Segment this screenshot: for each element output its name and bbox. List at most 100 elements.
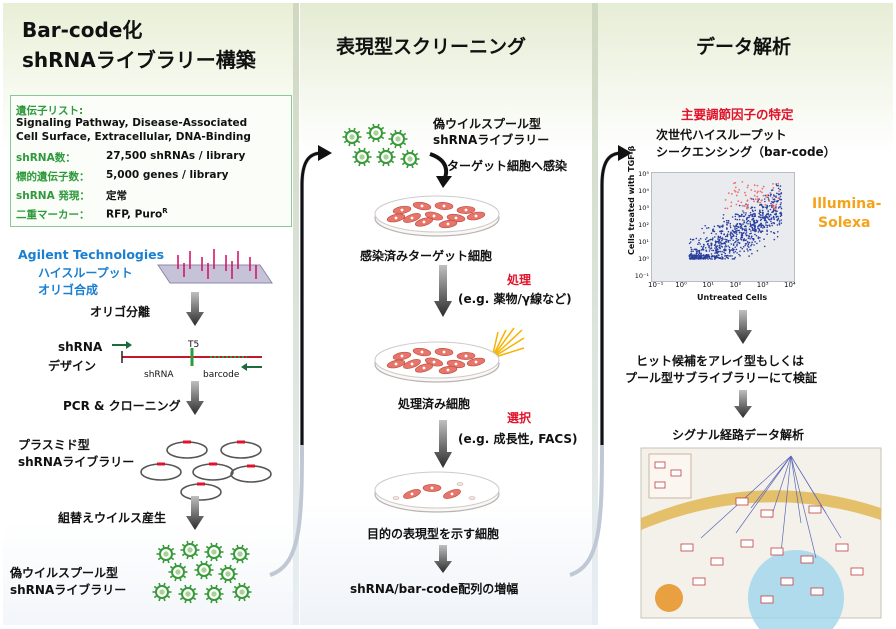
selection-example: (e.g. 成長性, FACS) <box>458 432 578 446</box>
virus-particle-icon <box>400 149 420 169</box>
data-point <box>689 241 692 243</box>
data-point <box>777 231 779 233</box>
cell-icon <box>403 489 421 499</box>
data-point <box>736 218 738 221</box>
data-point <box>771 201 773 203</box>
down-arrow-icon <box>734 390 752 418</box>
data-point <box>736 213 738 215</box>
data-point <box>719 247 721 250</box>
data-point <box>762 206 765 208</box>
data-point <box>757 198 759 200</box>
data-point <box>731 255 733 257</box>
data-point <box>727 239 730 242</box>
data-point <box>735 248 738 251</box>
data-point <box>777 184 779 187</box>
virus-particle-icon <box>230 544 250 564</box>
data-point <box>754 233 756 236</box>
data-point <box>700 254 703 257</box>
data-point <box>700 249 703 251</box>
virus-particle-icon <box>388 129 408 149</box>
treatment-label: 処理 <box>507 273 532 287</box>
data-point <box>706 243 709 246</box>
data-point <box>739 225 742 228</box>
pathway-analysis-label: シグナル経路データ解析 <box>672 428 805 442</box>
data-point <box>712 249 715 252</box>
petri-dish-treated <box>374 341 500 383</box>
data-point <box>715 252 718 254</box>
data-point <box>767 196 769 199</box>
data-point <box>706 237 708 239</box>
data-point <box>697 253 700 256</box>
data-point <box>756 191 759 194</box>
data-point <box>780 222 783 224</box>
data-point <box>702 245 705 248</box>
data-point <box>743 205 746 207</box>
x-tick-label: 10¹ <box>702 281 715 289</box>
data-point <box>698 250 701 253</box>
data-point <box>761 191 763 194</box>
data-point <box>746 248 748 250</box>
data-point <box>773 218 775 221</box>
data-point <box>713 225 716 228</box>
data-point <box>744 225 747 227</box>
data-point <box>714 255 716 258</box>
data-point <box>722 224 724 226</box>
data-point <box>697 243 699 245</box>
data-point <box>733 248 735 251</box>
data-point <box>690 250 693 253</box>
data-point <box>738 229 740 232</box>
virus-particle-icon <box>168 562 188 582</box>
spec-key: shRNA 発現： <box>16 190 90 202</box>
data-point <box>720 225 722 227</box>
data-point <box>724 207 727 210</box>
data-point <box>734 227 736 229</box>
data-point <box>692 254 694 257</box>
data-point <box>689 254 692 257</box>
data-point <box>727 245 729 247</box>
data-point <box>749 221 751 223</box>
data-point <box>694 248 697 251</box>
cell-icon <box>414 363 434 373</box>
data-point <box>707 227 710 229</box>
col3-title: データ解析 <box>696 36 792 58</box>
data-point <box>753 244 755 246</box>
data-point <box>705 240 708 243</box>
data-point <box>732 250 735 252</box>
down-arrow-icon <box>186 496 204 530</box>
data-point <box>762 212 764 215</box>
data-point <box>693 254 695 256</box>
data-point <box>741 181 744 183</box>
data-point <box>756 221 758 224</box>
data-point <box>690 256 693 258</box>
data-point <box>708 246 710 249</box>
data-point <box>766 216 769 219</box>
data-point <box>743 228 745 230</box>
data-point <box>729 222 732 225</box>
data-point <box>777 218 779 221</box>
data-point <box>733 258 736 260</box>
data-point <box>745 243 748 245</box>
data-point <box>741 247 744 250</box>
data-point <box>715 240 717 243</box>
data-point <box>751 215 754 218</box>
data-point <box>699 243 701 245</box>
plasmid-line1: プラスミド型 <box>18 438 90 452</box>
virus-particle-icon <box>152 582 172 602</box>
data-point <box>766 194 768 196</box>
data-point <box>780 219 782 221</box>
data-point <box>775 203 778 206</box>
col1-title-line2: shRNAライブラリー構築 <box>22 48 256 72</box>
data-point <box>737 241 739 243</box>
data-point <box>736 243 738 245</box>
data-point <box>751 252 753 255</box>
data-point <box>738 218 741 221</box>
data-point <box>728 248 731 251</box>
data-point <box>752 217 755 220</box>
data-point <box>751 209 754 211</box>
data-point <box>751 219 753 221</box>
data-point <box>729 249 731 252</box>
data-point <box>752 237 755 240</box>
data-point <box>712 228 715 230</box>
data-point <box>779 195 782 198</box>
data-point <box>707 240 710 242</box>
